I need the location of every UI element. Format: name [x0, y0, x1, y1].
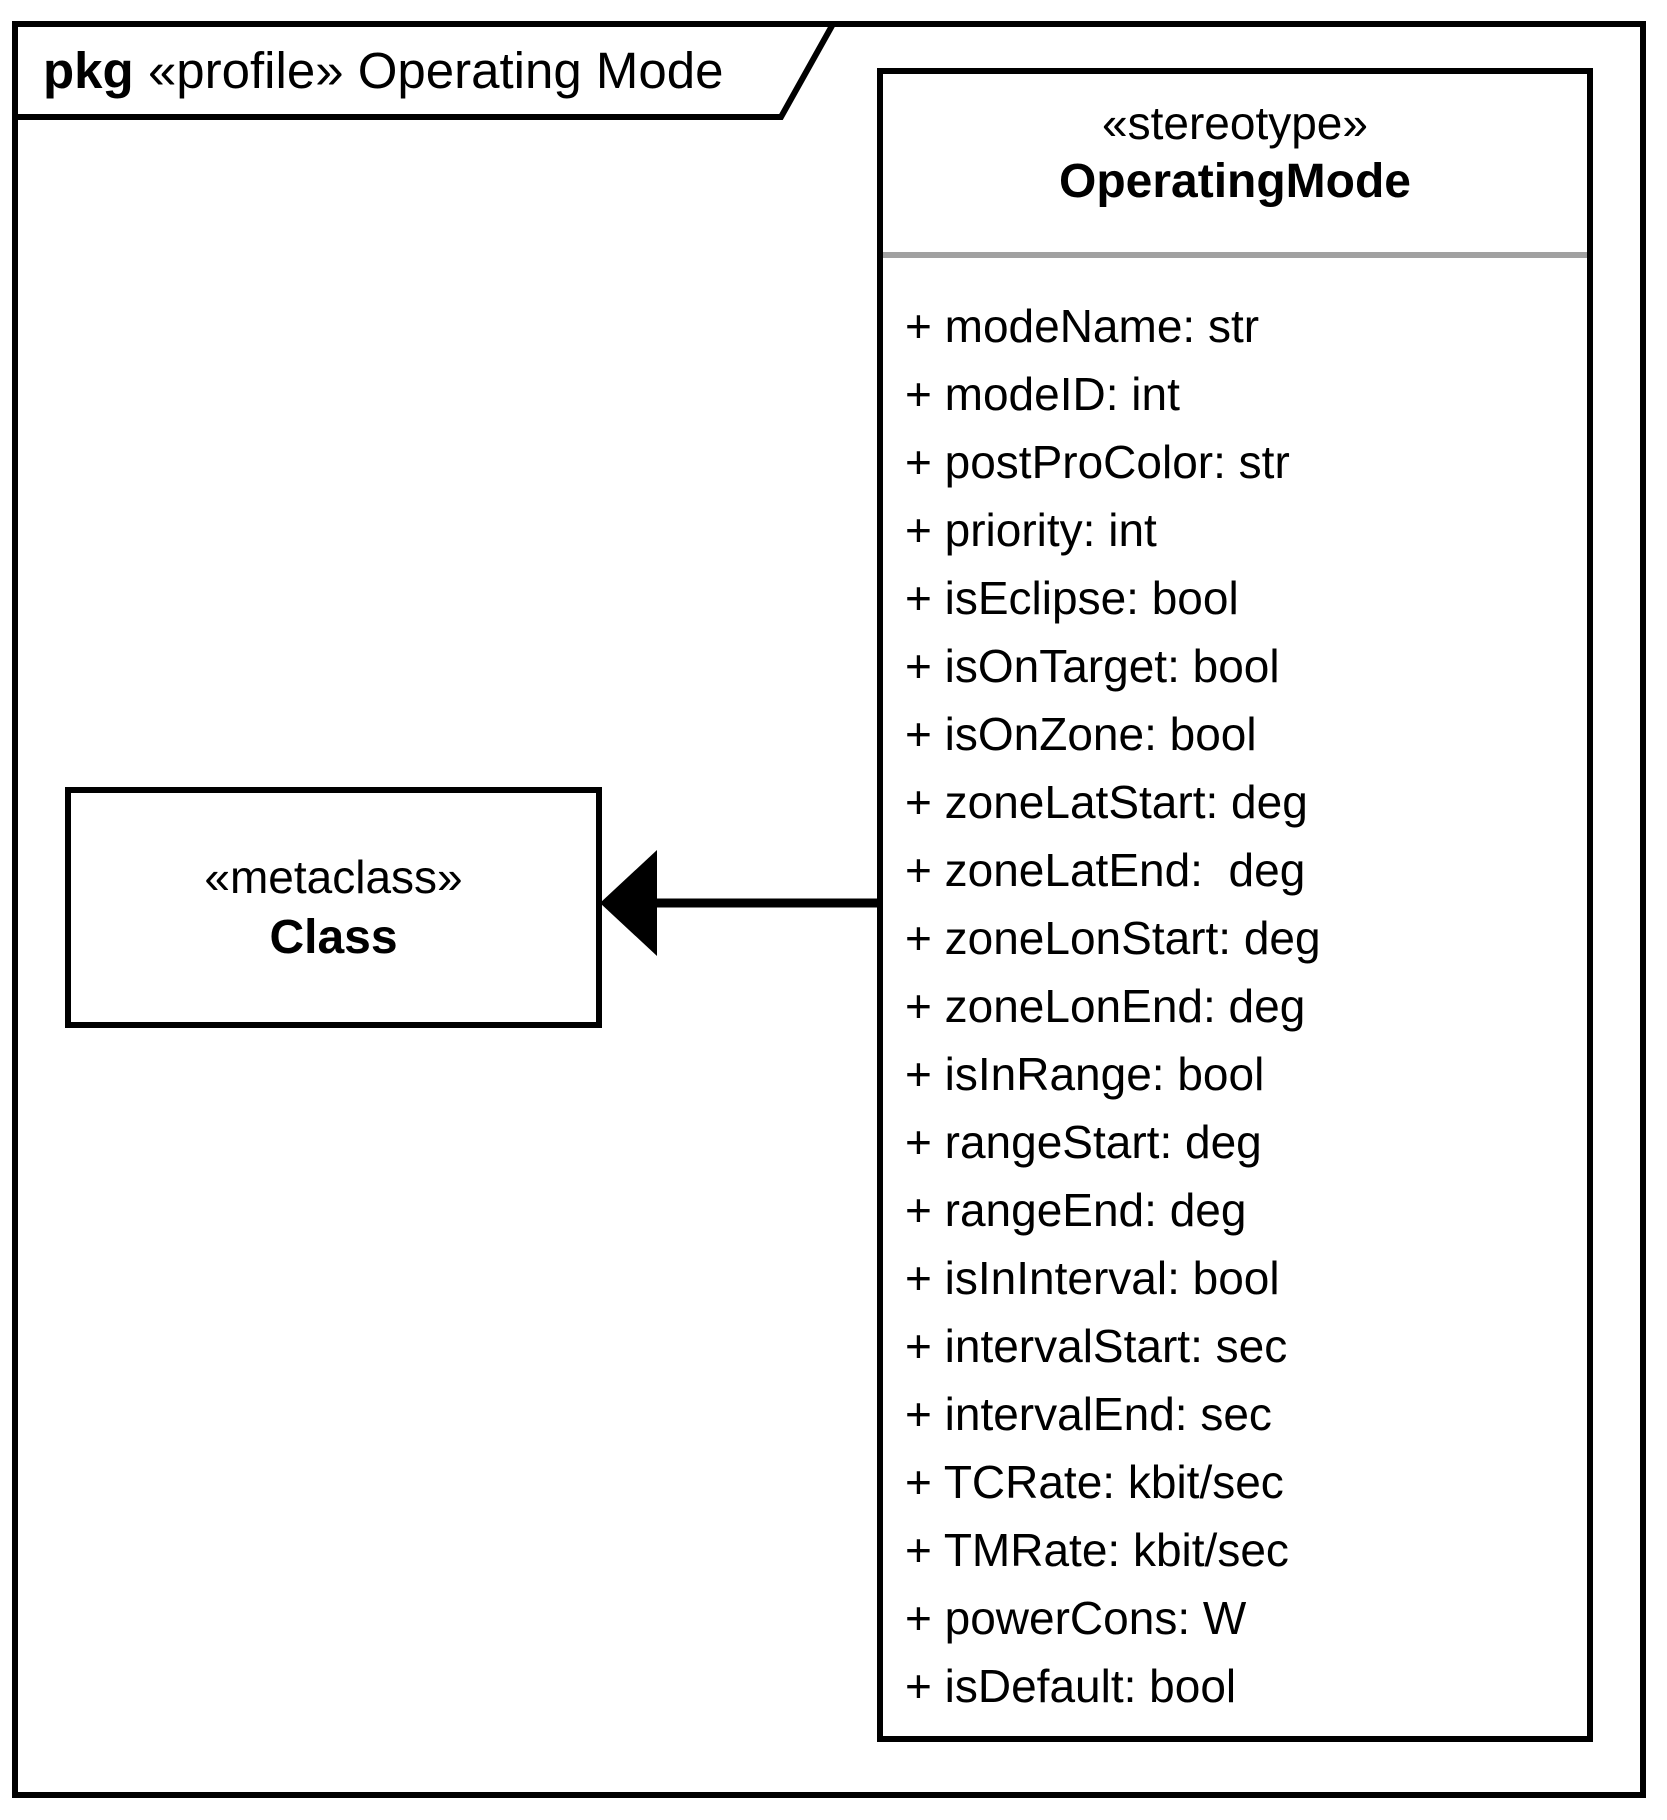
- stereotype-class-name: OperatingMode: [1058, 155, 1411, 208]
- attribute-line: + isInInterval: bool: [905, 1252, 1280, 1304]
- attributes-separator: [883, 252, 1587, 258]
- attribute-line: + TCRate: kbit/sec: [905, 1456, 1284, 1508]
- attribute-line: + isInRange: bool: [905, 1048, 1265, 1100]
- attribute-line: + powerCons: W: [905, 1592, 1247, 1644]
- attribute-line: + zoneLatStart: deg: [905, 776, 1308, 828]
- attribute-line: + postProColor: str: [905, 436, 1290, 488]
- metaclass-box: «metaclass» Class: [65, 787, 602, 1028]
- attribute-line: + isOnTarget: bool: [905, 640, 1280, 692]
- attribute-line: + intervalEnd: sec: [905, 1388, 1272, 1440]
- frame-tab: [12, 21, 839, 120]
- attribute-line: + isOnZone: bool: [905, 708, 1257, 760]
- pkg-keyword: pkg: [43, 42, 134, 99]
- metaclass-name: Class: [269, 910, 398, 964]
- metaclass-keyword: «metaclass»: [204, 850, 463, 903]
- attribute-line: + zoneLonEnd: deg: [905, 980, 1306, 1032]
- stereotype-class-box: «stereotype» OperatingMode + modeName: s…: [877, 68, 1593, 1742]
- attributes-list: + modeName: str + modeID: int + postProCol…: [883, 258, 1587, 1720]
- extension-arrowhead-icon: [600, 850, 657, 956]
- attribute-line: + TMRate: kbit/sec: [905, 1524, 1289, 1576]
- attribute-line: + isEclipse: bool: [905, 572, 1239, 624]
- attribute-line: + modeName: str: [905, 300, 1260, 352]
- attribute-line: + modeID: int: [905, 368, 1180, 420]
- attribute-line: + rangeEnd: deg: [905, 1184, 1247, 1236]
- attribute-line: + zoneLonStart: deg: [905, 912, 1321, 964]
- stereotype-keyword: «stereotype»: [1102, 97, 1368, 149]
- frame-tab-label: pkg«profile» Operating Mode: [15, 24, 853, 117]
- attribute-line: + isDefault: bool: [905, 1660, 1237, 1712]
- attribute-line: + priority: int: [905, 504, 1157, 556]
- frame-title: «profile» Operating Mode: [147, 42, 724, 99]
- attribute-line: + intervalStart: sec: [905, 1320, 1288, 1372]
- stereotype-class-header: «stereotype» OperatingMode: [883, 74, 1587, 212]
- attribute-line: + zoneLatEnd: deg: [905, 844, 1306, 896]
- attribute-line: + rangeStart: deg: [905, 1116, 1262, 1168]
